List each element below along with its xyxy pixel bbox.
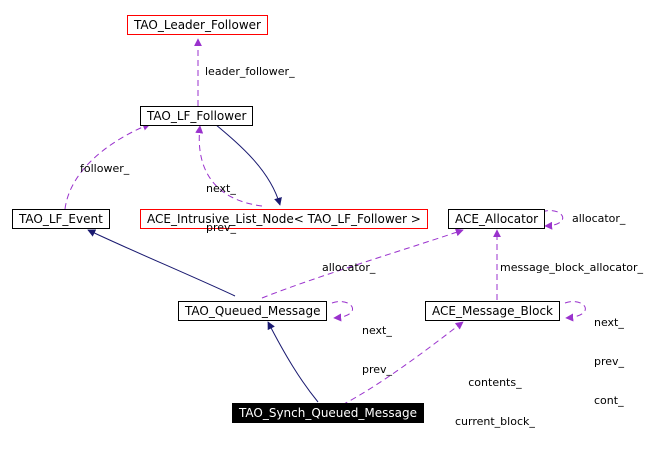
- edge-lf-follower-to-intrusive-node: [214, 123, 282, 206]
- edge-queued-message-self: [331, 301, 354, 322]
- edge-message-block-self: [564, 301, 586, 322]
- edge-lf-event-to-lf-follower: [64, 122, 151, 210]
- edge-label-message-block-allocator: message_block_allocator_: [500, 261, 644, 274]
- edge-label-next-prev-node: next_ prev_: [206, 182, 237, 234]
- node-tao-lf-follower[interactable]: TAO_LF_Follower: [140, 106, 254, 126]
- node-ace-intrusive-list-node[interactable]: ACE_Intrusive_List_Node< TAO_LF_Follower…: [140, 209, 428, 229]
- edge-label-allocator-qm: allocator_: [322, 261, 376, 274]
- edge-queued-message-to-lf-event: [87, 229, 236, 297]
- diagram-edges: [64, 38, 586, 406]
- edge-queued-message-to-allocator: [261, 228, 464, 299]
- node-ace-allocator[interactable]: ACE_Allocator: [448, 209, 546, 229]
- node-tao-leader-follower[interactable]: TAO_Leader_Follower: [127, 15, 268, 35]
- collaboration-diagram: TAO_Leader_Follower TAO_LF_Follower ACE_…: [12, 15, 644, 428]
- edge-allocator-self: [541, 210, 564, 230]
- edge-label-allocator-self: allocator_: [572, 212, 626, 225]
- edge-label-leader-follower: leader_follower_: [205, 65, 295, 78]
- edge-synch-to-message-block: [341, 321, 464, 406]
- node-tao-lf-event[interactable]: TAO_LF_Event: [12, 209, 110, 229]
- node-tao-synch-queued-message[interactable]: TAO_Synch_Queued_Message: [232, 403, 425, 423]
- node-ace-message-block[interactable]: ACE_Message_Block: [425, 301, 561, 321]
- edge-label-follower: follower_: [80, 162, 130, 175]
- edge-synch-to-queued-message: [267, 321, 319, 403]
- edge-label-contents: contents_ current_block_: [455, 376, 535, 428]
- node-tao-queued-message[interactable]: TAO_Queued_Message: [178, 301, 328, 321]
- edge-label-mb-self: next_ prev_ cont_: [594, 316, 625, 407]
- edge-label-qm-self: next_ prev_: [362, 324, 393, 376]
- edge-intrusive-node-to-lf-follower: [195, 125, 263, 207]
